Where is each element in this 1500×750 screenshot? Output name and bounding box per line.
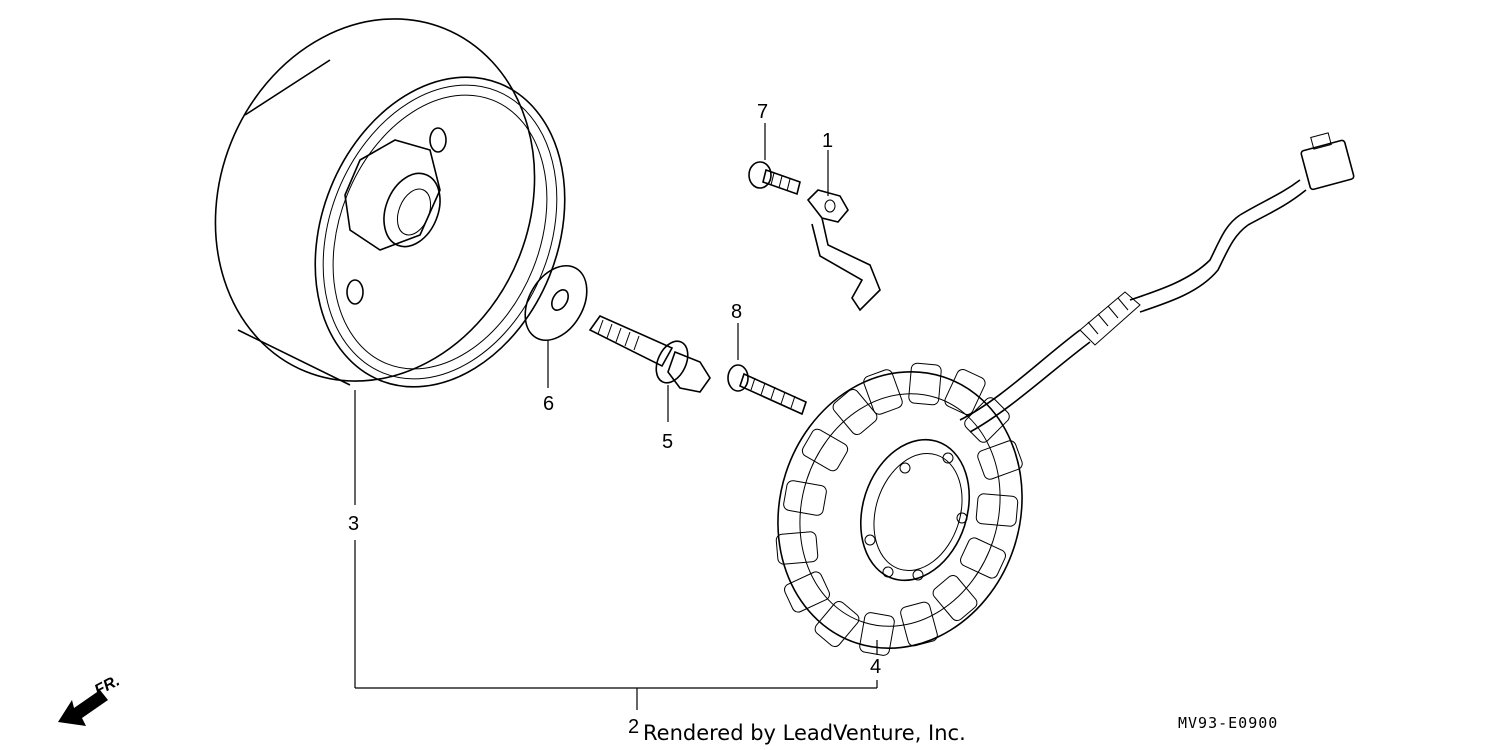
front-direction-indicator: FR. bbox=[58, 672, 123, 726]
screw-7 bbox=[748, 161, 801, 196]
front-arrow-icon bbox=[58, 690, 108, 726]
washer bbox=[524, 265, 588, 341]
callout-5: 5 bbox=[662, 431, 673, 453]
wire-harness bbox=[959, 132, 1355, 433]
callout-8: 8 bbox=[731, 301, 742, 323]
diagram-code: MV93-E0900 bbox=[1178, 714, 1278, 732]
watermark-text: Rendered by LeadVenture, Inc. bbox=[643, 721, 966, 745]
screw-8 bbox=[727, 364, 807, 416]
callout-4: 4 bbox=[870, 656, 881, 678]
flywheel-bolt bbox=[588, 315, 711, 393]
callout-2: 2 bbox=[628, 716, 639, 738]
stator bbox=[775, 362, 1023, 656]
callout-6: 6 bbox=[543, 393, 554, 415]
wire-clamp-bracket bbox=[806, 189, 881, 312]
callout-7: 7 bbox=[757, 101, 768, 123]
flywheel bbox=[214, 18, 566, 388]
leader-lines bbox=[354, 123, 878, 710]
callout-1: 1 bbox=[822, 130, 833, 152]
callout-3: 3 bbox=[348, 513, 359, 535]
